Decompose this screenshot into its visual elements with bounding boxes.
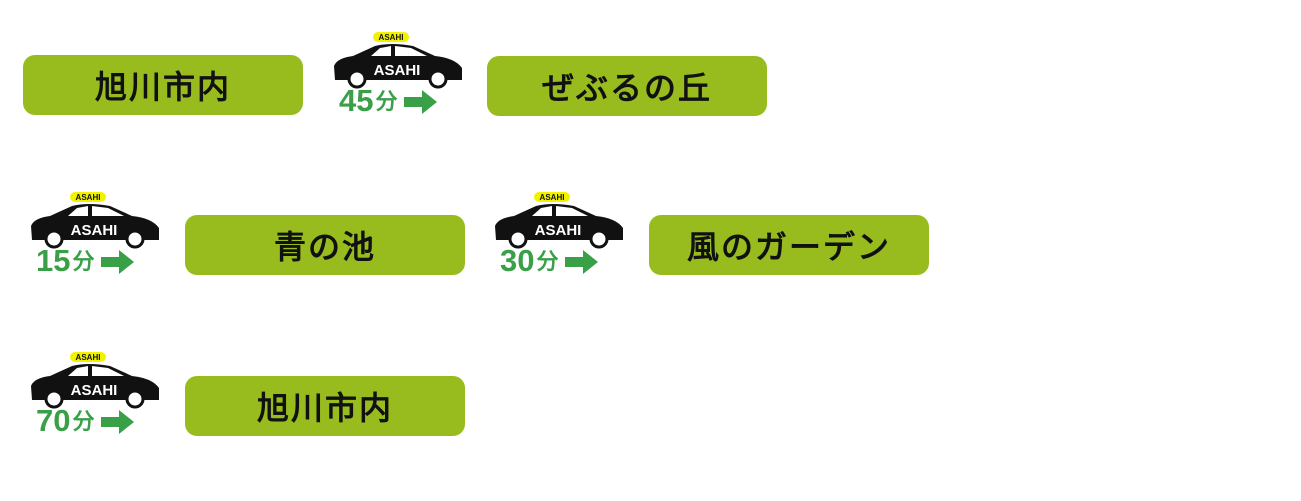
destination-label: ぜぶるの丘 bbox=[541, 69, 712, 107]
destination-pill-asahikawa-end: 旭川市内 bbox=[185, 376, 465, 436]
minutes-unit: 分 bbox=[72, 410, 95, 435]
travel-time: 30 分 bbox=[500, 244, 599, 278]
svg-text:ASAHI: ASAHI bbox=[535, 222, 582, 239]
arrow-right-icon bbox=[403, 90, 437, 114]
travel-time: 15 分 bbox=[36, 244, 135, 278]
svg-text:ASAHI: ASAHI bbox=[71, 382, 118, 399]
svg-text:ASAHI: ASAHI bbox=[374, 62, 421, 79]
svg-text:ASAHI: ASAHI bbox=[540, 193, 565, 202]
minutes-unit: 分 bbox=[536, 250, 559, 275]
svg-text:ASAHI: ASAHI bbox=[71, 222, 118, 239]
destination-pill-aoiike: 青の池 bbox=[185, 215, 465, 275]
taxi-icon: ASAHI ASAHI bbox=[495, 192, 623, 249]
taxi-leg-15: ASAHI ASAHI 15 分 bbox=[28, 190, 162, 280]
destination-label: 旭川市内 bbox=[94, 68, 231, 106]
arrow-right-icon bbox=[100, 250, 134, 274]
svg-text:ASAHI: ASAHI bbox=[379, 33, 404, 42]
travel-time: 70 分 bbox=[36, 404, 135, 438]
arrow-right-icon bbox=[100, 410, 134, 434]
taxi-leg-70: ASAHI ASAHI 70 分 bbox=[28, 350, 162, 440]
destination-label: 風のガーデン bbox=[686, 228, 891, 266]
svg-text:ASAHI: ASAHI bbox=[76, 353, 101, 362]
taxi-leg-45: ASAHI ASAHI 45 分 bbox=[331, 30, 465, 120]
travel-time: 45 分 bbox=[339, 84, 438, 118]
travel-minutes: 15 bbox=[36, 243, 71, 278]
destination-label: 旭川市内 bbox=[256, 389, 393, 427]
minutes-unit: 分 bbox=[72, 250, 95, 275]
minutes-unit: 分 bbox=[375, 90, 398, 115]
destination-pill-asahikawa-start: 旭川市内 bbox=[23, 55, 303, 115]
taxi-leg-30: ASAHI ASAHI 30 分 bbox=[492, 190, 626, 280]
destination-pill-zeburu: ぜぶるの丘 bbox=[487, 56, 767, 116]
taxi-icon: ASAHI ASAHI bbox=[31, 192, 159, 249]
taxi-icon: ASAHI ASAHI bbox=[334, 32, 462, 89]
travel-minutes: 45 bbox=[339, 83, 374, 118]
taxi-icon: ASAHI ASAHI bbox=[31, 352, 159, 409]
destination-pill-kaze-garden: 風のガーデン bbox=[649, 215, 929, 275]
travel-minutes: 30 bbox=[500, 243, 535, 278]
travel-minutes: 70 bbox=[36, 403, 71, 438]
svg-text:ASAHI: ASAHI bbox=[76, 193, 101, 202]
destination-label: 青の池 bbox=[273, 228, 376, 266]
arrow-right-icon bbox=[564, 250, 598, 274]
